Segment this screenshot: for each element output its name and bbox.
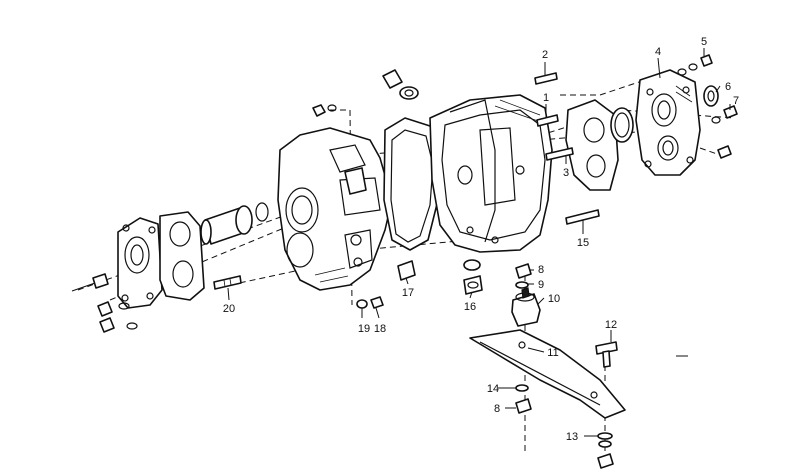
nut-18	[370, 296, 384, 309]
front-seal-ring	[610, 107, 634, 143]
washer-13	[597, 432, 613, 448]
crossmember-11	[469, 329, 626, 419]
callout-6: 6	[725, 81, 731, 93]
callout-19: 19	[358, 323, 370, 335]
callout-4: 4	[655, 46, 661, 58]
housing-top-nuts	[312, 104, 337, 117]
callout-8-lower: 8	[494, 403, 500, 415]
callout-1: 1	[543, 92, 549, 104]
intermediate-housing	[277, 127, 393, 291]
front-gasket	[565, 99, 619, 191]
callout-10: 10	[548, 293, 560, 305]
callout-leaders	[227, 48, 731, 437]
bushing-17	[397, 260, 416, 281]
nut-5-group	[677, 54, 713, 76]
callout-17: 17	[402, 287, 414, 299]
washer-14	[515, 384, 529, 392]
callout-15: 15	[577, 237, 589, 249]
case-gasket	[449, 99, 496, 243]
breather-plug	[382, 69, 419, 100]
bolt-7-group	[711, 105, 738, 159]
rear-cover-gasket	[159, 211, 205, 301]
washer-19	[356, 299, 368, 309]
dowel-pin-2	[534, 72, 558, 85]
callout-9: 9	[538, 279, 544, 291]
nut-8-lower	[515, 398, 532, 414]
callout-5: 5	[701, 36, 707, 48]
callout-8-upper: 8	[538, 264, 544, 276]
callout-12: 12	[605, 319, 617, 331]
callout-7: 7	[733, 95, 739, 107]
left-fasteners	[71, 273, 138, 333]
front-cover-4	[635, 69, 701, 176]
main-gasket	[383, 117, 441, 251]
washer-9	[515, 281, 529, 289]
front-main-case	[429, 94, 553, 253]
callout-2: 2	[542, 49, 548, 61]
callout-14: 14	[487, 383, 499, 395]
dowel-pin-15	[565, 209, 600, 225]
callout-16: 16	[464, 301, 476, 313]
output-shaft-sleeve	[200, 202, 269, 245]
bolt-12	[595, 341, 618, 368]
plug-16	[463, 259, 483, 295]
nut-8-upper	[515, 263, 532, 279]
callout-13: 13	[566, 431, 578, 443]
callout-3: 3	[563, 167, 569, 179]
stud-20	[213, 275, 242, 290]
callout-20: 20	[223, 303, 235, 315]
callout-labels: 1 2 3 4 5 6 7 8 8 9 10 11 12 13 14 15 16…	[223, 36, 739, 443]
callout-18: 18	[374, 323, 386, 335]
rear-cover-flange	[117, 217, 163, 309]
rubber-mount-10	[511, 287, 541, 327]
nut-13-lower	[597, 453, 614, 469]
callout-11: 11	[547, 347, 558, 359]
dowel-pin-3	[545, 147, 574, 161]
seal-6	[703, 85, 719, 107]
dowel-pin-1	[536, 114, 559, 127]
